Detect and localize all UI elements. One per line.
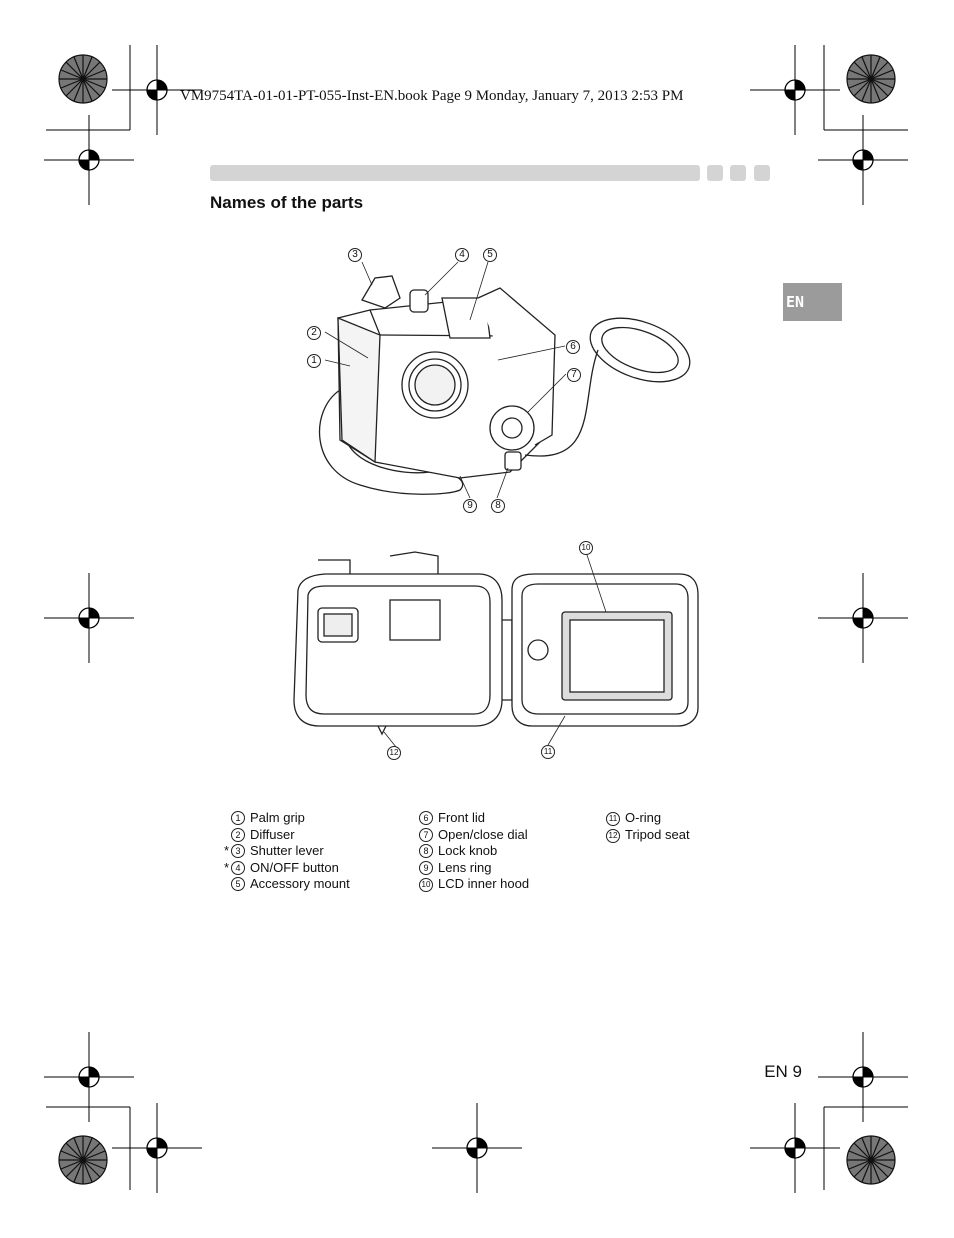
- callout-8: 8: [491, 499, 505, 513]
- page-title: Names of the parts: [210, 193, 364, 212]
- section-square: [707, 165, 723, 181]
- registration-mark-icon: [58, 1135, 108, 1185]
- callout-3: 3: [348, 248, 362, 262]
- callout-12: 12: [387, 746, 401, 760]
- language-tab: EN: [783, 283, 842, 321]
- callout-9: 9: [463, 499, 477, 513]
- housing-illustration: [293, 261, 699, 748]
- callout-7: 7: [567, 368, 581, 382]
- callout-2: 2: [307, 326, 321, 340]
- print-header: VM9754TA-01-01-PT-055-Inst-EN.book Page …: [180, 88, 684, 104]
- callout-4: 4: [455, 248, 469, 262]
- callout-1: 1: [307, 354, 321, 368]
- page-number: EN 9: [764, 1062, 802, 1081]
- callout-6: 6: [566, 340, 580, 354]
- registration-mark-icon: [846, 54, 896, 104]
- callout-5: 5: [483, 248, 497, 262]
- section-square: [754, 165, 770, 181]
- callout-11: 11: [541, 745, 555, 759]
- wrist-strap: [318, 389, 464, 495]
- callout-10: 10: [579, 541, 593, 555]
- registration-mark-icon: [846, 1135, 896, 1185]
- section-bar: [210, 165, 700, 181]
- registration-mark-icon: [58, 54, 108, 104]
- section-square: [730, 165, 746, 181]
